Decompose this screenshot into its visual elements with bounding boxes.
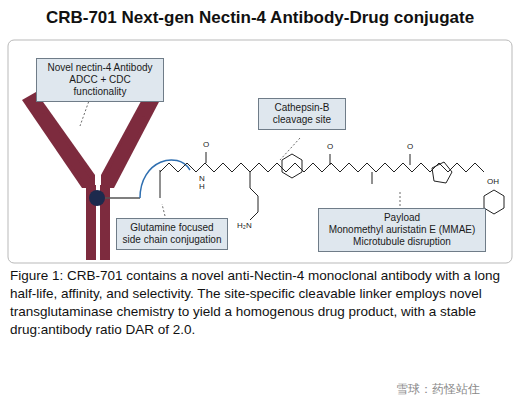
atom-label: O — [202, 141, 210, 149]
diagram-title: CRB-701 Next-gen Nectin-4 Antibody-Drug … — [0, 8, 520, 28]
box-body: Monomethyl auristatin E (MMAE) Microtubu… — [324, 224, 480, 248]
box-body: ADCC + CDC functionality — [42, 74, 158, 98]
box-heading: Glutamine focused side chain conjugation — [122, 222, 222, 246]
atom-label: O — [406, 143, 414, 151]
box-heading: Cathepsin-B cleavage site — [264, 102, 340, 126]
conjugation-site — [89, 190, 105, 206]
leader-lines — [80, 98, 400, 216]
watermark: 雪球：药怪站住 — [396, 383, 480, 395]
figure-caption: Figure 1: CRB-701 contains a novel anti-… — [10, 267, 512, 339]
glutamine-arc — [140, 160, 190, 198]
callout-box: Glutamine focused side chain conjugation — [116, 218, 228, 250]
box-heading: Novel nectin-4 Antibody — [42, 62, 158, 74]
callout-box: Cathepsin-B cleavage site — [258, 98, 346, 130]
atom-label: N — [198, 175, 206, 183]
atom-label: O — [326, 143, 334, 151]
atom-label: H — [198, 183, 206, 191]
callout-box: PayloadMonomethyl auristatin E (MMAE) Mi… — [318, 208, 486, 252]
atom-label: OH — [486, 178, 500, 186]
atom-label: H₂N — [236, 222, 253, 230]
frame — [8, 40, 512, 263]
box-heading: Payload — [324, 212, 480, 224]
callout-box: Novel nectin-4 AntibodyADCC + CDC functi… — [36, 58, 164, 102]
